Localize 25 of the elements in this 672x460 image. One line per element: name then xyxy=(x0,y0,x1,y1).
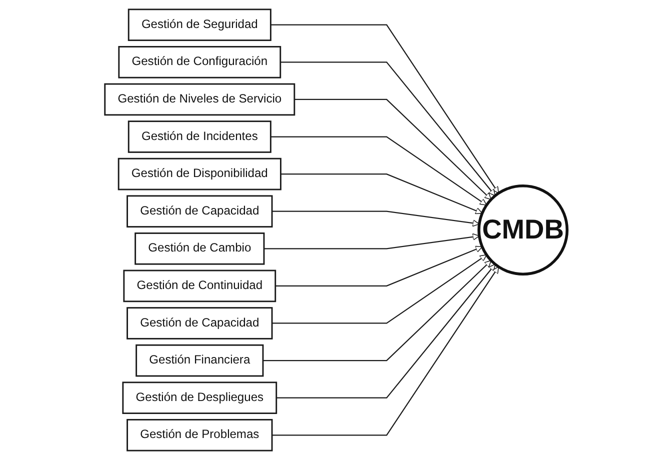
arrow xyxy=(262,260,492,362)
arrow xyxy=(275,246,483,287)
arrow xyxy=(272,210,480,227)
arrow xyxy=(270,24,499,194)
arrow xyxy=(264,233,480,250)
node-box: Gestión de Incidentes xyxy=(128,120,272,153)
arrow xyxy=(272,266,499,436)
node-box: Gestión de Capacidad xyxy=(126,195,273,228)
arrow xyxy=(270,136,487,206)
arrow xyxy=(280,62,496,196)
node-box: Gestión de Configuración xyxy=(118,46,282,78)
arrow xyxy=(272,254,487,324)
node-box: Gestión de Seguridad xyxy=(128,8,272,42)
node-box: Gestión de Despliegues xyxy=(122,382,278,414)
node-box: Gestión de Continuidad xyxy=(123,270,276,302)
node-box: Gestión de Disponibilidad xyxy=(118,158,282,190)
node-box: Gestión Financiera xyxy=(136,344,264,377)
node-circle: CMDB xyxy=(477,184,569,276)
node-box: Gestión de Capacidad xyxy=(126,307,273,340)
arrow xyxy=(294,98,492,200)
arrow xyxy=(280,173,483,214)
node-box: Gestión de Niveles de Servicio xyxy=(104,83,296,116)
node-box: Gestión de Problemas xyxy=(126,418,273,452)
node-box: Gestión de Cambio xyxy=(134,232,265,265)
arrow xyxy=(276,264,496,398)
